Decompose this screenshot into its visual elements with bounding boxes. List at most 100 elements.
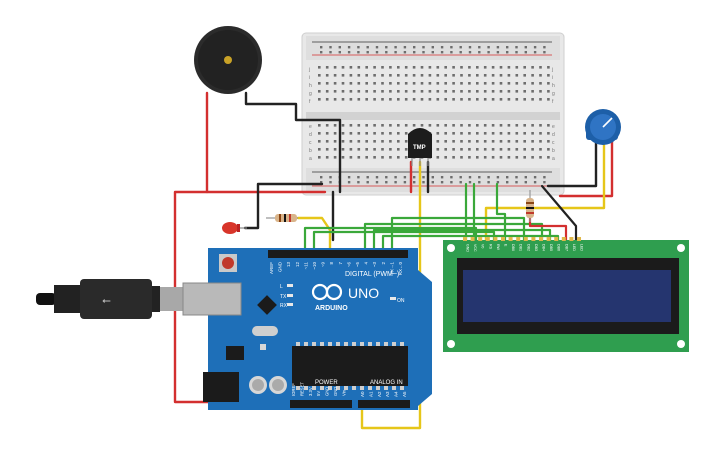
lcd-pin-label: VCC — [473, 244, 477, 252]
lcd-pin[interactable] — [485, 237, 490, 241]
row-label-f: f — [309, 99, 311, 105]
power-pin-label: IOREF — [291, 383, 296, 396]
digital-pin-label: ~6 — [346, 262, 351, 268]
power-label: POWER — [315, 380, 338, 386]
wire-green-d5[interactable] — [363, 222, 544, 250]
wire-black-buzzer[interactable] — [244, 91, 342, 194]
lcd-pin-label: DB3 — [534, 244, 538, 251]
temperature-sensor[interactable]: TMP — [408, 128, 432, 166]
lcd-pin[interactable] — [501, 237, 505, 241]
wire-black-pot[interactable] — [546, 138, 598, 188]
row-label-b: b — [309, 148, 312, 154]
wire-green-d12[interactable] — [303, 226, 478, 250]
lcd-pin[interactable] — [493, 237, 498, 241]
row-label-h-right: h — [552, 83, 555, 89]
digital-pin-label: ~3 — [372, 262, 377, 268]
row-label-a: a — [309, 156, 312, 162]
tx-label: TX — [280, 294, 287, 300]
lcd-pin[interactable] — [516, 237, 521, 241]
power-pin-label: Vin — [341, 389, 346, 396]
row-label-f-right: f — [552, 99, 554, 105]
digital-header[interactable] — [268, 250, 408, 258]
lcd-pin-label: GND — [466, 244, 470, 252]
row-label-j-right: j — [551, 67, 553, 73]
lcd-pin[interactable] — [508, 237, 513, 241]
row-label-b-right: b — [552, 148, 555, 154]
row-label-d-right: d — [552, 132, 555, 138]
row-label-a-right: a — [552, 156, 555, 162]
digital-pin-label: TX→1 — [389, 262, 394, 275]
lcd-pin-label: DB0 — [511, 244, 515, 251]
lcd-pin[interactable] — [546, 237, 551, 241]
lcd-pin[interactable] — [523, 237, 528, 241]
wire-black-led[interactable] — [243, 182, 324, 230]
row-label-i: i — [309, 75, 310, 81]
row-label-c: c — [309, 140, 312, 146]
breadboard-row-labels-bottom: e d c b a e d c b a — [309, 124, 555, 162]
row-label-d: d — [309, 132, 312, 138]
lcd-pin-label: DB2 — [526, 244, 530, 251]
wire-yellow-led[interactable] — [296, 216, 332, 250]
lcd-pin-label: V0 — [481, 244, 485, 248]
lcd-screen — [463, 270, 671, 322]
reset-button[interactable] — [222, 257, 234, 269]
red-led[interactable] — [222, 222, 247, 234]
breadboard-holes — [318, 46, 550, 184]
digital-pin-label: RX←0 — [398, 262, 403, 276]
sensor-label: TMP — [413, 145, 426, 151]
row-label-c-right: c — [552, 140, 555, 146]
lcd-pin-label: DB5 — [549, 244, 553, 251]
power-pin-label: 5V — [316, 391, 321, 396]
row-label-e: e — [309, 124, 312, 130]
lcd-pin-label: RS — [488, 244, 492, 250]
digital-pin-label: 4 — [364, 262, 369, 265]
l-label: L — [280, 284, 283, 290]
lcd-pin-label: RW — [496, 244, 500, 251]
digital-pin-label: GND — [278, 261, 283, 272]
brand-label: ARDUINO — [315, 305, 348, 312]
lcd-pin-label: DB4 — [542, 244, 546, 251]
lcd-pin[interactable] — [463, 237, 467, 241]
lcd-pin[interactable] — [478, 237, 483, 241]
analog-header[interactable] — [358, 400, 410, 408]
power-header[interactable] — [290, 400, 352, 408]
row-label-e-right: e — [552, 124, 555, 130]
resistor-led[interactable] — [266, 214, 298, 222]
digital-pin-label: ~10 — [312, 262, 317, 270]
lcd-pin[interactable] — [539, 237, 543, 241]
lcd-pin[interactable] — [561, 237, 566, 241]
usb-cable[interactable]: ⭠ — [36, 279, 188, 319]
power-pin-label: RESET — [299, 382, 304, 396]
wire-red-pot[interactable] — [558, 138, 614, 198]
lcd-pin[interactable] — [470, 237, 475, 241]
analog-pin-label: A5 — [402, 391, 407, 397]
rx-label: RX — [280, 303, 288, 309]
analog-label: ANALOG IN — [370, 380, 403, 386]
digital-label: DIGITAL (PWM~) — [345, 271, 399, 278]
model-label: UNO — [348, 285, 379, 301]
lcd-pin[interactable] — [531, 237, 536, 241]
breadboard[interactable]: j i h g f j i h g f e d c b a e d c b a — [301, 32, 565, 196]
wire-green-db-3[interactable] — [495, 182, 507, 242]
digital-pin-label: 2 — [381, 262, 386, 265]
lcd-pin[interactable] — [577, 237, 581, 241]
resistor-lcd[interactable] — [526, 190, 534, 222]
lcd-pin-label: LED — [580, 244, 584, 251]
lcd-pin[interactable] — [554, 237, 559, 241]
power-pin-label: GND — [325, 387, 330, 396]
wire-green-d2[interactable] — [390, 216, 526, 250]
digital-pin-label: 8 — [329, 262, 334, 265]
analog-pin-label: A2 — [377, 391, 382, 397]
analog-pin-label: A3 — [385, 391, 390, 397]
lcd-pin[interactable] — [569, 237, 574, 241]
lcd-pin-label: E — [504, 244, 508, 247]
wire-black-lcd[interactable] — [540, 184, 578, 242]
row-label-h: h — [309, 83, 312, 89]
digital-pin-label: ~9 — [321, 262, 326, 268]
piezo-buzzer[interactable] — [194, 26, 262, 94]
potentiometer[interactable] — [585, 109, 621, 145]
